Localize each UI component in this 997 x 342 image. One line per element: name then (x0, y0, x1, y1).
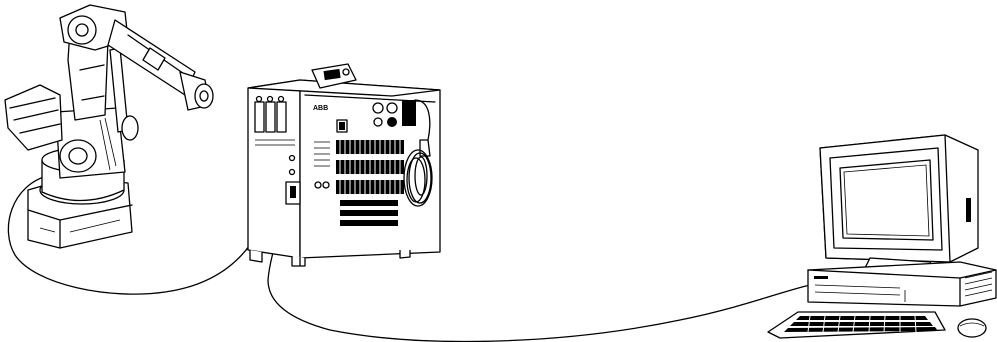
abb-logo: ABB (313, 105, 328, 112)
keyboard-keys (784, 316, 938, 332)
controller-cabinet-icon: ABB (248, 64, 440, 266)
vent-grille (336, 140, 404, 226)
desktop-computer-icon (768, 135, 996, 338)
mouse-icon (958, 319, 986, 337)
robot-arm-icon (5, 5, 213, 248)
